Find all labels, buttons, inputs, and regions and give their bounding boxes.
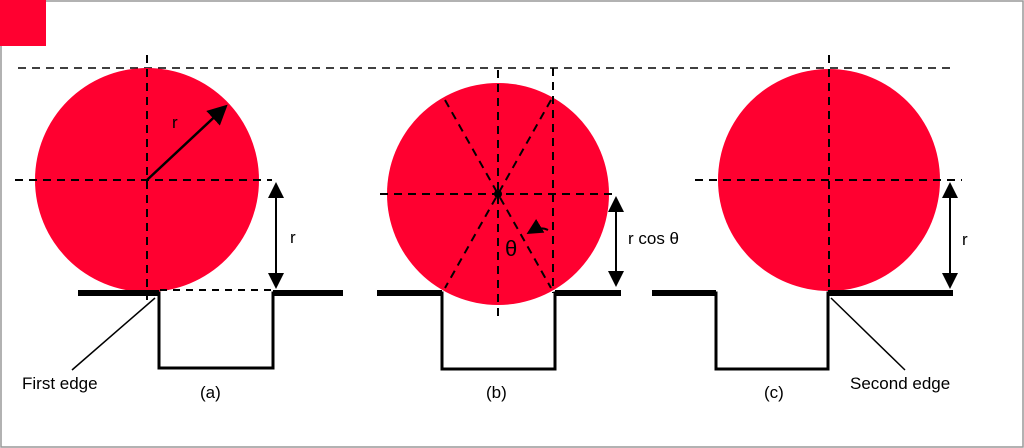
caption-b: (b) [486,383,507,402]
panel-b: θ r cos θ (b) [377,68,679,402]
height-label-b: r cos θ [628,229,679,248]
first-edge-label: First edge [22,374,98,393]
second-edge-label: Second edge [850,374,950,393]
panel-c: r Second edge (c) [652,55,968,402]
panel-a: r r First edge (a) [15,55,343,402]
caption-c: (c) [764,383,784,402]
height-label-c: r [962,230,968,249]
theta-label: θ [505,236,517,261]
radius-label-a: r [172,113,178,132]
surface-c [652,291,953,371]
red-square [0,0,46,46]
radius-arrow [146,104,228,181]
height-label-a: r [290,228,296,247]
caption-a: (a) [200,383,221,402]
